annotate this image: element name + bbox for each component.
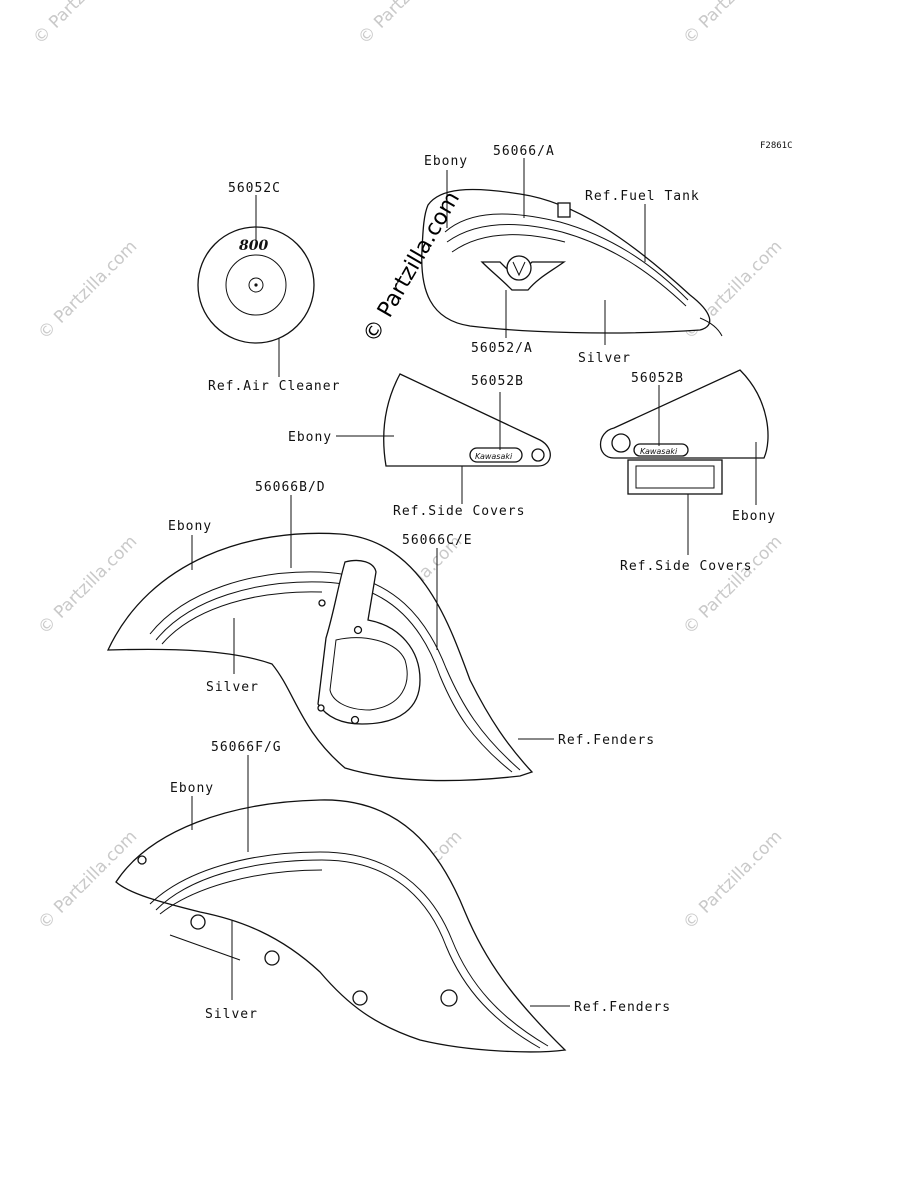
watermark: © Partzilla.com [29,0,136,49]
sidecover-right-ref-label: Ref.Side Covers [620,559,752,574]
fork-bracket-window [329,637,408,711]
watermark: © Partzilla.com [354,0,461,49]
air-cleaner-center [248,277,264,293]
side-cover-right [599,369,769,459]
side-cover-right-group: Kawasaki 56052B Ebony Ref.Side Covers [599,369,776,574]
air-cleaner-ref-label: Ref.Air Cleaner [208,379,340,394]
kawasaki-badge-text: Kawasaki [475,452,513,461]
rear-fender-stripe [155,859,541,1049]
fender-grommet [440,989,458,1007]
rear-fender [115,799,567,1053]
fender-bolt [317,704,325,712]
tank-ref-label: Ref.Fuel Tank [585,189,700,204]
tank-part-number-top: 56066/A [493,144,555,159]
fender-bolt [350,715,360,725]
tank-ebony-label: Ebony [424,154,468,169]
air-cleaner-ring [225,254,287,316]
v-emblem-circle [506,255,532,281]
watermark: © Partzilla.com [679,827,786,934]
front-fender-silver-label: Silver [206,680,259,695]
rear-fender-ref-label: Ref.Fenders [574,1000,671,1015]
sidecover-left-ref-label: Ref.Side Covers [393,504,525,519]
watermark: © Partzilla.com [679,532,786,639]
front-fender-part-number-a: 56066B/D [255,480,326,495]
fuel-cap [557,202,571,218]
kawasaki-badge [633,443,689,457]
front-fender [106,532,534,782]
fuel-tank-group: Ebony 56066/A Ref.Fuel Tank 56052/A Silv… [421,144,723,366]
side-cover-left [383,373,551,467]
fender-bolt [318,599,326,607]
fuel-tank-hose [699,317,723,337]
rear-fender-stripe [159,869,323,915]
front-fender-stripe [149,571,521,771]
side-cover-left-group: Kawasaki 56052B Ebony Ref.Side Covers [288,373,551,519]
front-fender-stripe [155,581,513,773]
sidecover-right-part-number: 56052B [631,371,684,386]
side-cover-bracket-inner [635,465,715,489]
air-cleaner-bolt [254,283,258,287]
fuel-tank-stripe [446,224,687,307]
fender-grommet [352,990,368,1006]
kawasaki-badge-text: Kawasaki [640,447,678,456]
fuel-tank-stripe [451,234,566,253]
front-fender-part-number-b: 56066C/E [402,533,473,548]
side-cover-bracket [627,459,723,495]
fender-grommet [264,950,280,966]
front-fender-stripe [161,591,323,645]
side-cover-grommet [611,433,631,453]
fender-bolt [137,855,147,865]
front-fender-ebony-label: Ebony [168,519,212,534]
air-cleaner-badge: 800 [239,238,268,254]
fork-bracket [317,559,421,725]
sidecover-left-ebony-label: Ebony [288,430,332,445]
rear-fender-group: 56066F/G Ebony Silver Ref.Fenders [115,740,671,1053]
rear-fender-ebony-label: Ebony [170,781,214,796]
fender-bolt [353,625,363,635]
front-fender-group: 56066B/D 56066C/E Ebony Silver Ref.Fende… [106,480,655,782]
rear-fender-edge [169,934,241,961]
side-cover-grommet [531,448,545,462]
kawasaki-badge [469,447,523,463]
front-fender-ref-label: Ref.Fenders [558,733,655,748]
rear-fender-stripe [149,851,549,1047]
watermark: © Partzilla.com [679,0,786,49]
tank-part-number-bottom: 56052/A [471,341,533,356]
v-emblem-letter [512,261,526,277]
fender-grommet [190,914,206,930]
figure-code: F2861C [760,141,793,151]
air-cleaner-group: 800 56052C Ref.Air Cleaner [197,181,340,394]
tank-silver-label: Silver [578,351,631,366]
rear-fender-silver-label: Silver [205,1007,258,1022]
air-cleaner-part-number: 56052C [228,181,281,196]
sidecover-right-ebony-label: Ebony [732,509,776,524]
sidecover-left-part-number: 56052B [471,374,524,389]
fuel-tank-stripe [444,213,689,301]
watermark: © Partzilla.com [34,237,141,344]
rear-fender-part-number: 56066F/G [211,740,282,755]
